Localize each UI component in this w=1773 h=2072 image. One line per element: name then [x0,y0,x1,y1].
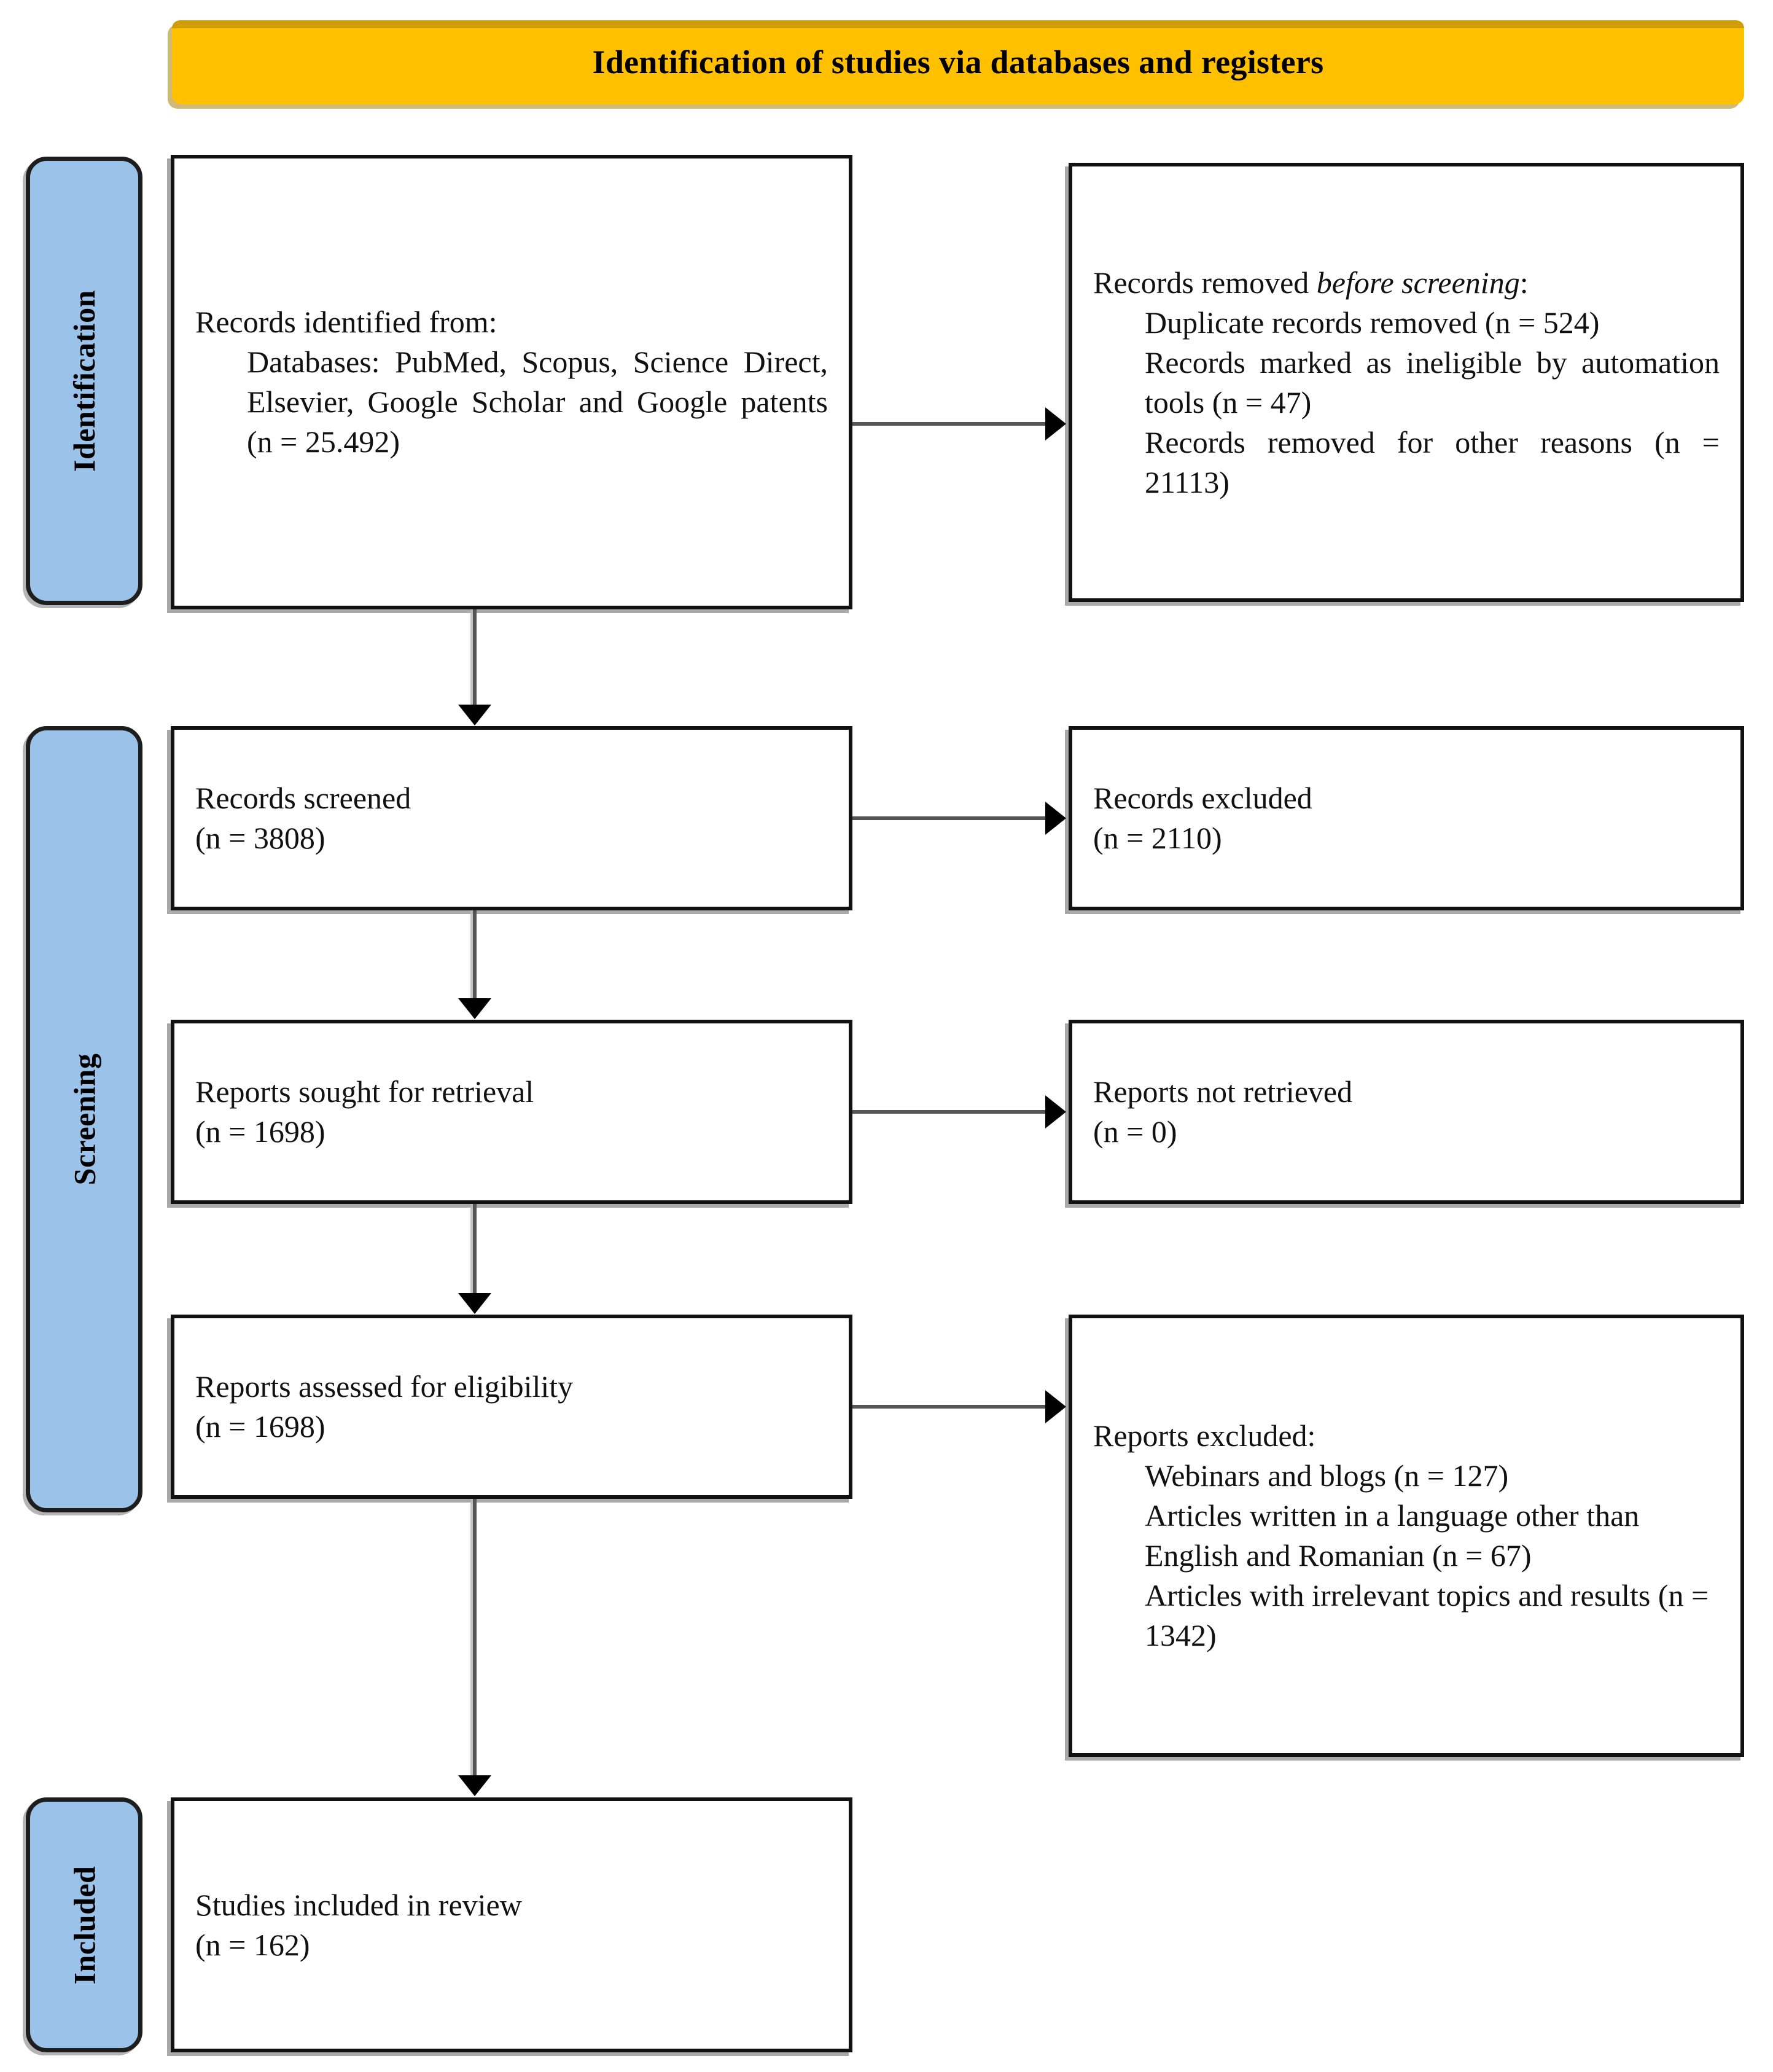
arrowhead-right-sought-to-notretrieved [1045,1095,1066,1128]
reports-not-retrieved-count: (n = 0) [1093,1114,1177,1149]
records-removed-item: Records removed for other reasons (n = 2… [1145,424,1720,499]
records-identified-heading: Records identified from: [195,305,497,339]
records-excluded-count: (n = 2110) [1093,821,1222,855]
reports-assessed-count: (n = 1698) [195,1409,325,1444]
records-removed-heading-italic: before screening [1316,265,1520,300]
stage-label-identification: Identification [26,157,142,605]
records-screened-count: (n = 3808) [195,821,325,855]
arrowhead-right-assessed-to-repexcluded [1045,1390,1066,1423]
box-reports-not-retrieved: Reports not retrieved (n = 0) [1069,1020,1744,1204]
stage-label-identification-text: Identification [67,290,101,472]
records-removed-heading: Records removed before screening: [1093,263,1720,303]
arrowhead-right-identified-to-removed [1045,407,1066,440]
reports-excluded-item: Articles written in a language other tha… [1145,1498,1640,1573]
records-removed-heading-suffix: : [1519,265,1529,300]
studies-included-count: (n = 162) [195,1927,310,1962]
studies-included-label: Studies included in review [195,1887,522,1922]
stage-label-screening-text: Screening [67,1053,101,1186]
connector-identified-to-screened [473,609,477,705]
arrowhead-right-screened-to-excluded [1045,802,1066,835]
connector-screened-to-excluded [852,816,1048,820]
box-reports-excluded-detail: Reports excluded: Webinars and blogs (n … [1069,1315,1744,1757]
box-studies-included: Studies included in review (n = 162) [171,1797,852,2052]
arrowhead-down-sought-to-assessed [458,1293,491,1314]
box-records-screened: Records screened (n = 3808) [171,726,852,910]
connector-sought-to-notretrieved [852,1110,1048,1114]
box-reports-assessed: Reports assessed for eligibility (n = 16… [171,1315,852,1499]
reports-excluded-item: Webinars and blogs (n = 127) [1145,1458,1509,1493]
arrowhead-down-screened-to-sought [458,998,491,1019]
stage-label-screening: Screening [26,726,142,1512]
reports-sought-label: Reports sought for retrieval [195,1074,534,1109]
connector-screened-to-sought [473,910,477,998]
connector-assessed-to-repexcluded [852,1405,1048,1409]
arrowhead-down-assessed-to-included [458,1775,491,1796]
records-screened-label: Records screened [195,781,411,815]
connector-assessed-to-included [473,1499,477,1775]
connector-identified-to-removed [852,422,1048,426]
reports-excluded-item: Articles with irrelevant topics and resu… [1145,1578,1709,1652]
arrowhead-down-identified-to-screened [458,705,491,725]
identification-banner: Identification of studies via databases … [172,20,1744,104]
box-reports-sought: Reports sought for retrieval (n = 1698) [171,1020,852,1204]
box-records-excluded: Records excluded (n = 2110) [1069,726,1744,910]
reports-not-retrieved-label: Reports not retrieved [1093,1074,1353,1109]
connector-sought-to-assessed [473,1204,477,1293]
records-removed-item: Duplicate records removed (n = 524) [1145,305,1600,340]
records-removed-item: Records marked as ineligible by automati… [1145,345,1720,420]
reports-assessed-label: Reports assessed for eligibility [195,1369,574,1404]
records-excluded-label: Records excluded [1093,781,1312,815]
records-identified-sources: Databases: PubMed, Scopus, Science Direc… [247,345,828,459]
reports-excluded-heading: Reports excluded: [1093,1418,1316,1453]
box-records-identified: Records identified from: Databases: PubM… [171,155,852,609]
reports-sought-count: (n = 1698) [195,1114,325,1149]
records-removed-heading-prefix: Records removed [1093,265,1317,300]
banner-title: Identification of studies via databases … [592,43,1324,80]
stage-label-included: Included [26,1797,142,2052]
box-records-removed: Records removed before screening: Duplic… [1069,163,1744,602]
stage-label-included-text: Included [67,1866,101,1984]
